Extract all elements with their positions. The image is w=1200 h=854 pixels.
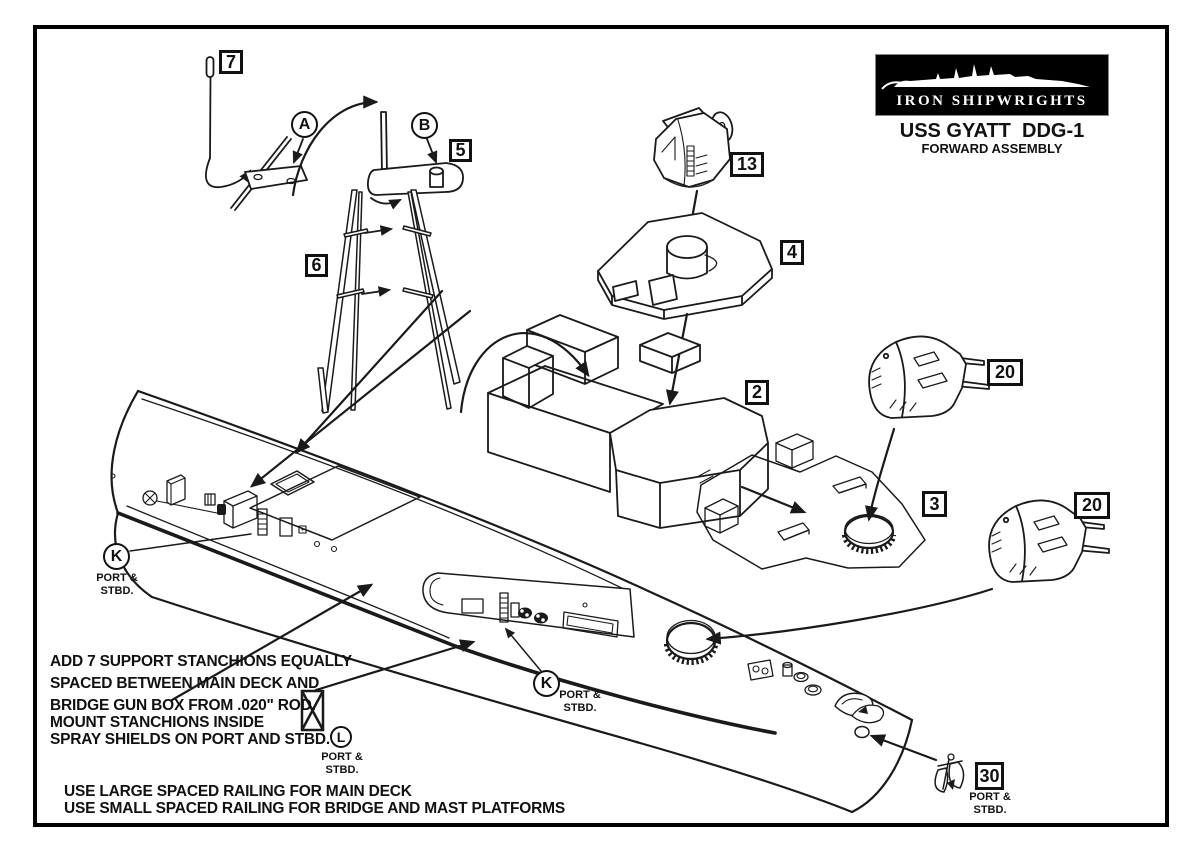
anchor-drawing: [934, 753, 965, 793]
k1-leader-line: [129, 533, 252, 552]
part-label-13: 13: [730, 152, 764, 177]
brand-name: IRON SHIPWRIGHTS: [896, 93, 1088, 109]
bridge-to-platform-arrow: [740, 485, 807, 514]
part-label-3: 3: [922, 491, 947, 517]
turret-to-barbette-arrow: [865, 427, 896, 522]
part-label-20-lower: 20: [1074, 492, 1110, 519]
ship-name: USS GYATT DDG-1: [899, 120, 1085, 142]
port-stbd-line1: PORT &: [96, 572, 138, 584]
instruction-line: USE SMALL SPACED RAILING FOR BRIDGE AND …: [64, 799, 565, 817]
stanchion-symbol: [300, 689, 325, 732]
yardarm-plate-drawing: [230, 136, 308, 211]
sheet-subtitle: FORWARD ASSEMBLY: [921, 141, 1063, 156]
hull-drawing: [110, 389, 914, 814]
gun-turret-upper: [868, 335, 990, 419]
port-stbd-note-l: PORT & STBD.: [320, 751, 364, 776]
ref-label-l: L: [330, 726, 352, 748]
page-border: [33, 25, 1169, 827]
instruction-line: SPACED BETWEEN MAIN DECK AND: [50, 675, 320, 692]
ref-label-a: A: [291, 111, 318, 138]
railing-instructions: USE LARGE SPACED RAILING FOR MAIN DECK U…: [64, 783, 565, 817]
instruction-line: BRIDGE GUN BOX FROM .020" ROD.: [50, 697, 316, 714]
part-label-6: 6: [305, 254, 328, 277]
port-stbd-line1: PORT &: [559, 689, 601, 701]
mounting-instructions: MOUNT STANCHIONS INSIDE SPRAY SHIELDS ON…: [50, 714, 330, 748]
mast-platform-drawing: [367, 111, 464, 210]
antenna-to-yardarm-arrow: [205, 157, 252, 188]
brand-logo: IRON SHIPWRIGHTS: [875, 54, 1109, 116]
part-label-30: 30: [975, 762, 1004, 790]
mast-drawing: [317, 189, 461, 414]
ship-silhouette-icon: [881, 64, 1090, 90]
k2-leader-line: [504, 627, 547, 678]
radar-platform-drawing: [597, 212, 773, 320]
port-stbd-note-30: PORT & STBD.: [967, 791, 1013, 816]
instruction-line: MOUNT STANCHIONS INSIDE: [50, 714, 264, 731]
port-stbd-note-k-aft: PORT & STBD.: [95, 572, 139, 597]
ref-label-k-fwd: K: [533, 670, 560, 697]
gun-director-drawing: [653, 107, 734, 188]
mast-mount-arrow-2: [249, 309, 472, 488]
instruction-line: SPRAY SHIELDS ON PORT AND STBD.: [50, 731, 331, 748]
platform-to-bridge-arrow: [665, 312, 689, 406]
ref-label-k-aft: K: [103, 543, 130, 570]
port-stbd-line2: STBD.: [325, 763, 359, 776]
label-a-arrow: [292, 138, 304, 165]
port-stbd-line2: STBD.: [973, 803, 1007, 816]
label-b-arrow: [426, 138, 438, 165]
instruction-line: USE LARGE SPACED RAILING FOR MAIN DECK: [64, 783, 412, 800]
instruction-line: ADD 7 SUPPORT STANCHIONS EQUALLY: [50, 653, 352, 670]
stanchion-arrow-2: [314, 639, 476, 692]
ref-label-b: B: [411, 112, 438, 139]
turret-to-foredeck-arrow: [705, 587, 994, 645]
port-stbd-line1: PORT &: [969, 791, 1011, 803]
mast-to-bridge-arrow: [459, 332, 590, 414]
gun-platform-drawing: [696, 433, 926, 570]
mast-mount-arrow-1: [295, 289, 444, 454]
part-label-7: 7: [219, 50, 243, 74]
port-stbd-line2: STBD.: [563, 701, 597, 714]
antenna-rod-drawing: [205, 56, 215, 159]
port-stbd-line2: STBD.: [100, 584, 134, 597]
part-label-2: 2: [745, 380, 769, 405]
stanchion-instructions: ADD 7 SUPPORT STANCHIONS EQUALLY SPACED …: [50, 651, 352, 717]
port-stbd-note-k-fwd: PORT & STBD.: [558, 689, 602, 714]
bridge-structure-drawing: [487, 314, 769, 529]
stanchion-arrow-1: [170, 583, 374, 702]
anchor-to-hawse-arrow: [869, 734, 938, 762]
part-label-20-upper: 20: [987, 359, 1023, 386]
part-label-4: 4: [780, 240, 804, 265]
part-label-5: 5: [449, 139, 472, 162]
port-stbd-line1: PORT &: [321, 751, 363, 763]
yardarm-to-mast-arrow: [291, 95, 379, 197]
